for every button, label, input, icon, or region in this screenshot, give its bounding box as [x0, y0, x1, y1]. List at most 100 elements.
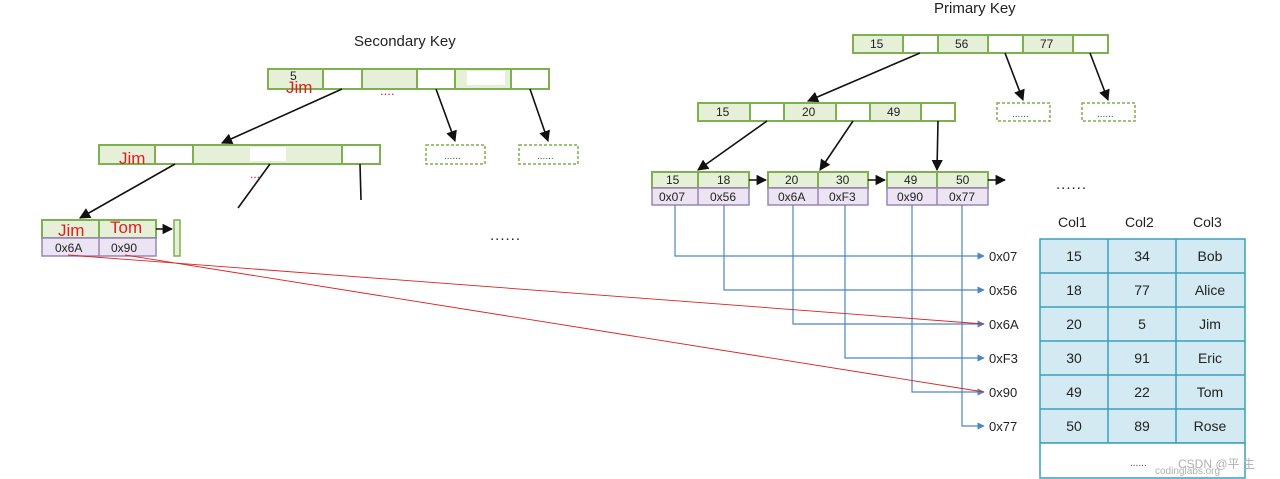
secondary-placeholder-node-1: ...... [425, 144, 486, 165]
address-0x6A: 0x6A [989, 317, 1019, 332]
table-more-row [1039, 442, 1246, 479]
svg-text:0x90: 0x90 [897, 190, 923, 204]
address-0x77: 0x77 [989, 419, 1017, 434]
svg-text:......: ...... [444, 151, 461, 162]
secondary-internal-dots: ... [250, 167, 260, 181]
secondary-internal-key: Jim [119, 149, 145, 168]
svg-text:18: 18 [1066, 282, 1082, 298]
primary-leaf-node-2: 20 30 0x6A 0xF3 [767, 171, 869, 206]
svg-text:49: 49 [1066, 384, 1082, 400]
primary-internal-node: 15 20 49 [697, 102, 956, 122]
svg-text:0x07: 0x07 [659, 190, 685, 204]
svg-text:20: 20 [785, 173, 799, 187]
secondary-internal-arrow-1 [79, 163, 176, 219]
table-header-col1: Col1 [1058, 214, 1087, 230]
connector-0x07 [674, 205, 985, 260]
secondary-leaf-node: Jim Tom 0x6A 0x90 [41, 218, 157, 257]
svg-text:......: ...... [1012, 109, 1029, 120]
table-row: 30 91 Eric [1066, 350, 1222, 366]
svg-text:22: 22 [1134, 384, 1150, 400]
svg-text:Alice: Alice [1195, 282, 1226, 298]
address-0x90: 0x90 [989, 385, 1017, 400]
primary-root-node: 15 56 77 [852, 34, 1109, 54]
secondary-internal-node: Jim ... [98, 144, 381, 181]
svg-text:91: 91 [1134, 350, 1150, 366]
svg-text:0x6A: 0x6A [778, 190, 805, 204]
svg-text:18: 18 [717, 173, 731, 187]
svg-text:0xF3: 0xF3 [829, 190, 856, 204]
connector-0x77 [961, 205, 985, 430]
svg-text:......: ...... [537, 151, 554, 162]
svg-text:Rose: Rose [1194, 418, 1227, 434]
svg-text:0x56: 0x56 [710, 190, 736, 204]
secondary-leaf-key-1: Jim [58, 221, 84, 240]
secondary-root-node: 5 Jim .... [267, 68, 550, 98]
svg-text:34: 34 [1134, 248, 1150, 264]
connector-0x56 [723, 205, 985, 294]
secondary-internal-line-2 [237, 163, 271, 209]
primary-internal-arrow-3 [931, 120, 943, 172]
watermark: CSDN @平 生 [1178, 457, 1255, 471]
connector-0x6A [792, 205, 985, 328]
secondary-leaf-ptr-2: 0x90 [111, 241, 137, 255]
address-0x07: 0x07 [989, 249, 1017, 264]
svg-text:30: 30 [836, 173, 850, 187]
primary-pointer-connectors [674, 205, 985, 430]
secondary-to-0x90-line [124, 254, 985, 393]
watermark-site: codinglabs.org [1155, 466, 1220, 477]
svg-text:Jim: Jim [1199, 316, 1221, 332]
svg-text:Bob: Bob [1198, 248, 1223, 264]
svg-text:Eric: Eric [1198, 350, 1222, 366]
svg-text:77: 77 [1134, 282, 1150, 298]
primary-root-arrow-1 [806, 52, 921, 103]
primary-placeholder-node-2: ...... [1081, 102, 1136, 122]
data-table: Col1 Col2 Col3 15 34 Bob 18 77 Alice 20 … [1039, 214, 1246, 479]
table-row: 18 77 Alice [1066, 282, 1225, 298]
secondary-root-arrow-1 [220, 88, 343, 144]
table-row: 20 5 Jim [1066, 316, 1221, 332]
primary-leaf-node-3: 49 50 0x90 0x77 [886, 171, 989, 206]
secondary-leaf-key-2: Tom [110, 218, 142, 237]
svg-text:50: 50 [956, 173, 970, 187]
secondary-root-key: Jim [286, 78, 312, 97]
primary-internal-arrow-2 [819, 120, 854, 171]
secondary-to-0x6A-line [67, 254, 985, 325]
primary-internal-key-2: 20 [802, 105, 816, 119]
primary-leaf-node-1: 15 18 0x07 0x56 [651, 171, 750, 206]
svg-text:50: 50 [1066, 418, 1082, 434]
svg-text:5: 5 [1138, 316, 1146, 332]
secondary-leaf-ptr-1: 0x6A [55, 241, 82, 255]
secondary-internal-line-3 [359, 163, 362, 201]
secondary-root-number: 5 [290, 69, 297, 83]
svg-text:Tom: Tom [1197, 384, 1223, 400]
svg-text:......: ...... [1097, 109, 1114, 120]
primary-root-arrow-2 [1004, 52, 1025, 102]
svg-text:0x77: 0x77 [949, 190, 975, 204]
svg-text:15: 15 [666, 173, 680, 187]
connector-0xF3 [844, 205, 985, 362]
primary-internal-key-1: 15 [716, 105, 730, 119]
table-header-col2: Col2 [1125, 214, 1154, 230]
connector-0x90 [911, 205, 985, 396]
secondary-key-title: Secondary Key [354, 33, 456, 50]
table-row: 50 89 Rose [1066, 418, 1226, 434]
secondary-leaf-next-node [173, 219, 181, 257]
table-header-col3: Col3 [1193, 214, 1222, 230]
address-0x56: 0x56 [989, 283, 1017, 298]
svg-text:15: 15 [1066, 248, 1082, 264]
svg-text:89: 89 [1134, 418, 1150, 434]
primary-root-key-3: 77 [1040, 37, 1054, 51]
primary-key-title: Primary Key [934, 0, 1016, 17]
secondary-root-arrow-2 [435, 88, 457, 143]
svg-text:30: 30 [1066, 350, 1082, 366]
primary-internal-key-3: 49 [887, 105, 901, 119]
primary-leaf-more-dots: ...... [1056, 176, 1087, 193]
primary-root-key-2: 56 [955, 37, 969, 51]
address-0xF3: 0xF3 [989, 351, 1018, 366]
table-row: 15 34 Bob [1066, 248, 1222, 264]
secondary-placeholder-node-2: ...... [518, 144, 579, 165]
table-more-dots: ...... [1130, 458, 1147, 469]
svg-text:20: 20 [1066, 316, 1082, 332]
table-row: 49 22 Tom [1066, 384, 1223, 400]
